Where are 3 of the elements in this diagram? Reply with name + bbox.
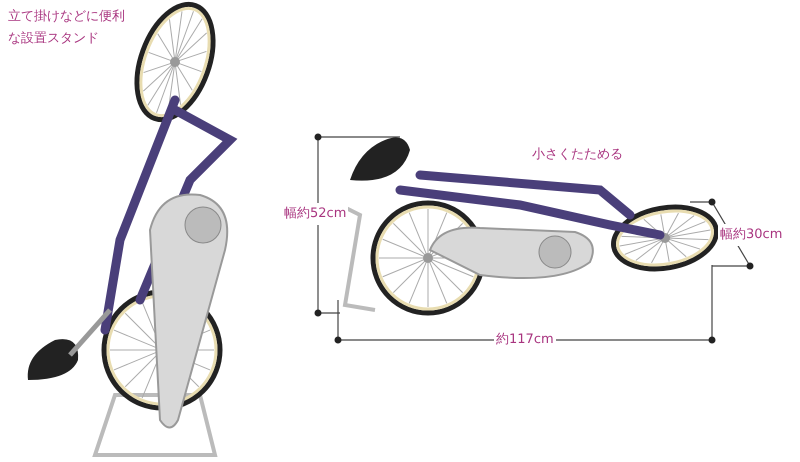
dimension-label: 幅約30cm [718,224,784,246]
dimension-label: 幅約52cm [282,203,348,225]
caption-text: 立て掛けなどに便利な設置スタンド [8,8,126,48]
